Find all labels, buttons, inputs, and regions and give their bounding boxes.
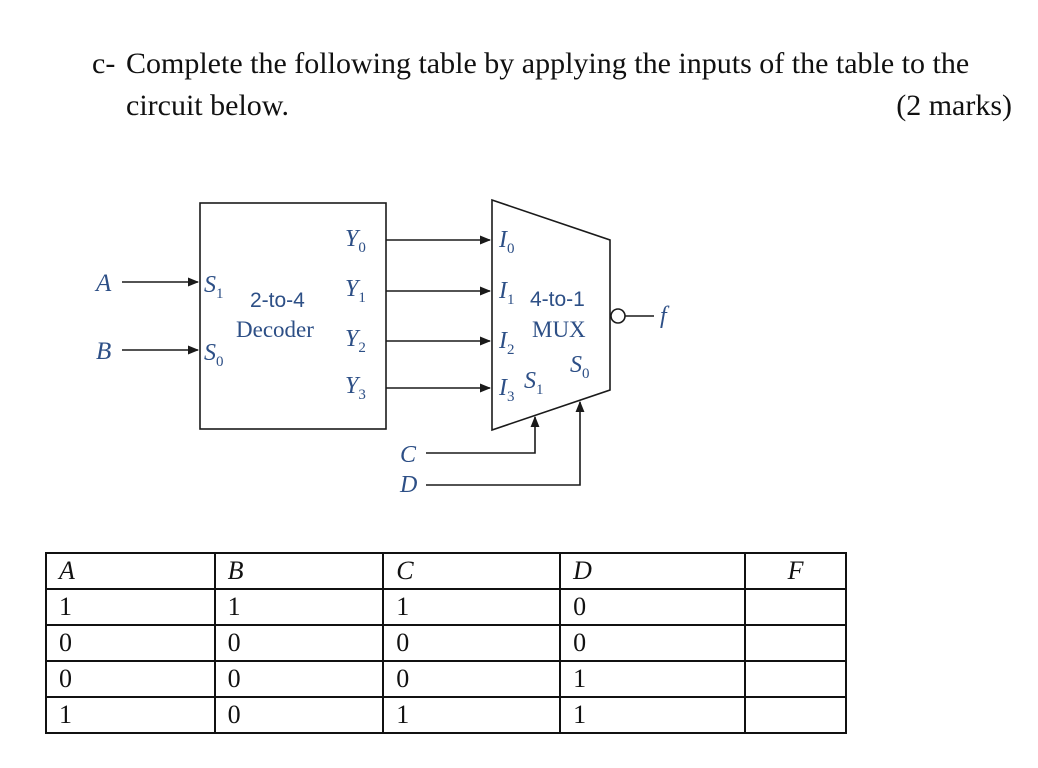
cell-b: 0	[213, 696, 385, 734]
header-f: F	[744, 552, 847, 590]
cell-f[interactable]	[744, 660, 847, 698]
truth-table: A B C D F 1 1 1 0 0 0 0 0 0 0 0 1	[45, 552, 847, 734]
cell-a: 1	[45, 696, 216, 734]
table-row: 1 0 1 1	[45, 696, 847, 734]
cell-a: 0	[45, 624, 216, 662]
cell-b: 0	[213, 660, 385, 698]
mux-i1-label: I1	[498, 278, 515, 308]
question-line-2: circuit below.	[126, 89, 289, 122]
table-row: 0 0 0 1	[45, 660, 847, 698]
input-b-label: B	[96, 338, 111, 365]
input-d-label: D	[399, 472, 417, 498]
table-row: 1 1 1 0	[45, 588, 847, 626]
mux-title-2: MUX	[532, 317, 586, 342]
mux-s0-label: S0	[570, 352, 590, 382]
mux-i2-label: I2	[498, 328, 515, 358]
table-row: 0 0 0 0	[45, 624, 847, 662]
cell-c: 0	[382, 624, 562, 662]
question-marker: c-	[92, 47, 116, 80]
decoder-title-2: Decoder	[236, 317, 314, 342]
header-a: A	[45, 552, 216, 590]
cell-d: 0	[559, 624, 747, 662]
header-d: D	[559, 552, 747, 590]
cell-f[interactable]	[744, 696, 847, 734]
cell-f[interactable]	[744, 588, 847, 626]
mux-block	[491, 198, 611, 432]
cell-d: 1	[559, 660, 747, 698]
input-a-label: A	[94, 270, 112, 297]
question-line-1: Complete the following table by applying…	[126, 47, 970, 80]
decoder-title-1: 2-to-4	[250, 289, 305, 312]
decoder-y0-label: Y0	[345, 226, 366, 256]
cell-f[interactable]	[744, 624, 847, 662]
decoder-s0-label: S0	[204, 340, 224, 370]
mux-i3-label: I3	[498, 375, 515, 405]
decoder-y1-label: Y1	[345, 276, 366, 306]
circuit-diagram: A B S1 S0 2-to-4 Decoder Y0 Y1 Y2 Y3 I0 …	[94, 198, 670, 498]
cell-b: 1	[213, 588, 385, 626]
wire-d-s0	[426, 400, 585, 486]
table-header-row: A B C D F	[45, 552, 847, 590]
decoder-y2-label: Y2	[345, 326, 366, 356]
cell-c: 0	[382, 660, 562, 698]
decoder-s1-label: S1	[204, 272, 224, 302]
mux-title-1: 4-to-1	[530, 288, 585, 311]
output-bubble	[610, 308, 626, 324]
input-c-label: C	[400, 442, 417, 468]
question-marks: (2 marks)	[896, 89, 1012, 122]
output-f-label: f	[660, 303, 670, 329]
decoder-y3-label: Y3	[345, 373, 366, 403]
cell-a: 0	[45, 660, 216, 698]
cell-d: 0	[559, 588, 747, 626]
mux-i0-label: I0	[498, 227, 515, 257]
mux-s1-label: S1	[524, 368, 544, 398]
cell-c: 1	[382, 696, 562, 734]
wire-c-s1	[426, 415, 540, 454]
header-b: B	[213, 552, 385, 590]
cell-d: 1	[559, 696, 747, 734]
cell-c: 1	[382, 588, 562, 626]
cell-a: 1	[45, 588, 216, 626]
decoder-block	[199, 202, 387, 430]
cell-b: 0	[213, 624, 385, 662]
header-c: C	[382, 552, 562, 590]
